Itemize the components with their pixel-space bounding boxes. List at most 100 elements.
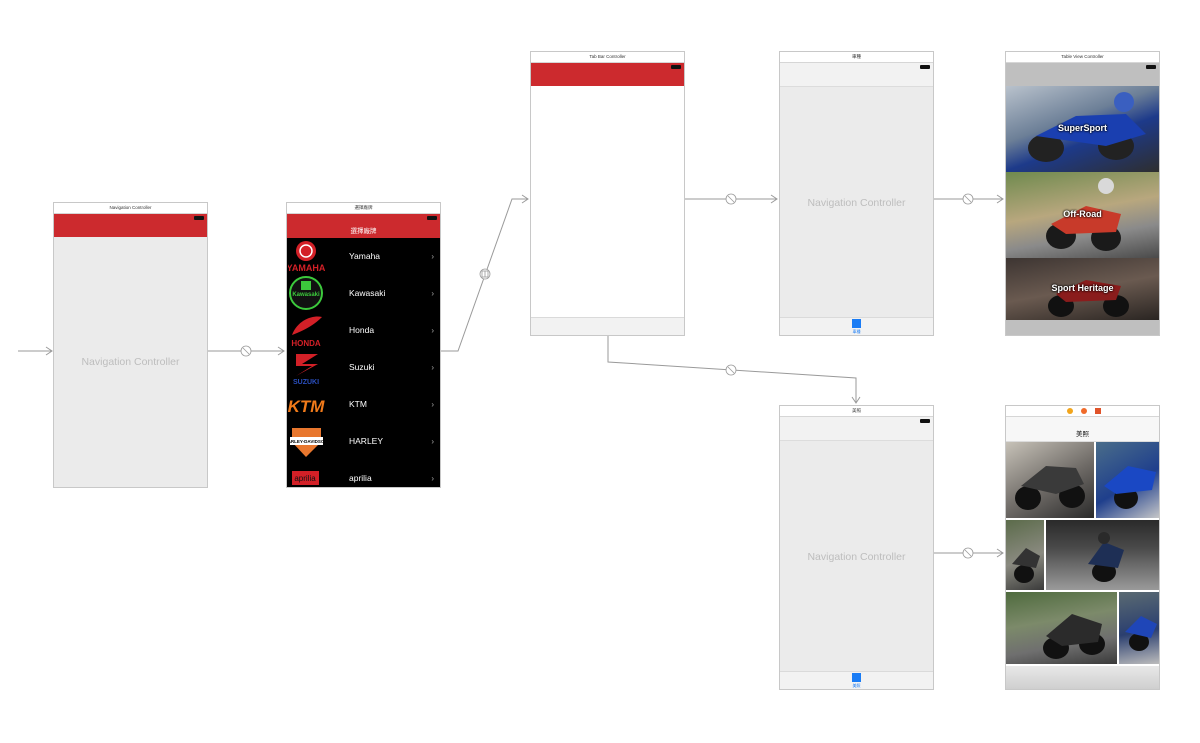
suzuki-logo-icon: SUZUKI xyxy=(288,350,325,385)
table-cell-off-road[interactable]: Off-Road xyxy=(1006,172,1159,258)
brand-row-kawasaki[interactable]: Kawasaki Kawasaki › xyxy=(287,275,440,313)
root-navigation-controller-scene[interactable]: Navigation Controller Navigation Control… xyxy=(53,202,208,488)
svg-text:YAMAHA: YAMAHA xyxy=(288,263,325,273)
brand-table: YAMAHA Yamaha › Kawasaki Kawasaki › HOND… xyxy=(287,238,440,487)
gallery-photo[interactable] xyxy=(1096,442,1159,518)
battery-icon xyxy=(427,216,437,220)
tab-item-label[interactable]: 車種 xyxy=(852,329,861,334)
gallery-photo[interactable] xyxy=(1006,592,1117,664)
scene-title: Navigation Controller xyxy=(54,203,207,214)
nav-bar xyxy=(54,214,207,237)
nav-title: 選擇廠牌 xyxy=(350,228,377,235)
scene-body-label: Navigation Controller xyxy=(81,356,180,368)
photo-grid xyxy=(1006,442,1159,689)
motorcycle-photo xyxy=(1046,178,1121,251)
nav-bar xyxy=(1006,63,1159,86)
chevron-right-icon: › xyxy=(431,289,434,298)
chevron-right-icon: › xyxy=(431,252,434,261)
motorcycle-photo xyxy=(1028,92,1146,162)
category-navigation-controller-scene[interactable]: 車種 Navigation Controller 車種 xyxy=(779,51,934,336)
tab-item-icon[interactable] xyxy=(852,319,861,328)
tab-item-label[interactable]: 美照 xyxy=(852,683,861,688)
table-footer xyxy=(1006,320,1159,335)
grid-footer xyxy=(1006,666,1159,689)
brand-row-suzuki[interactable]: SUZUKI Suzuki › xyxy=(287,349,440,387)
gallery-collection-view-scene[interactable]: 美照 xyxy=(1005,405,1160,690)
battery-icon xyxy=(920,65,930,69)
table-view-controller-scene[interactable]: Table View Controller SuperSport Off-Roa… xyxy=(1005,51,1160,336)
table-cell-label: Sport Heritage xyxy=(1051,283,1114,293)
brand-row-yamaha[interactable]: YAMAHA Yamaha › xyxy=(287,238,440,276)
tab-bar[interactable] xyxy=(531,317,684,335)
brand-name: Kawasaki xyxy=(349,288,386,298)
brand-row-aprilia[interactable]: aprilia aprilia › xyxy=(287,460,440,487)
scene-title: 選擇廠牌 xyxy=(287,203,440,214)
motorcycle-photo xyxy=(1012,548,1040,583)
motorcycle-photo xyxy=(1125,616,1157,651)
brand-name: Yamaha xyxy=(349,251,381,261)
svg-text:KTM: KTM xyxy=(288,397,325,416)
motorcycle-photo xyxy=(1104,466,1156,509)
table-cell-supersport[interactable]: SuperSport xyxy=(1006,86,1159,172)
brand-name: Suzuki xyxy=(349,362,375,372)
brand-name: HARLEY xyxy=(349,436,384,446)
exit-icon[interactable] xyxy=(1095,408,1101,414)
svg-text:SUZUKI: SUZUKI xyxy=(293,379,319,385)
yamaha-logo-icon: YAMAHA xyxy=(288,239,325,274)
brand-name: aprilia xyxy=(349,473,372,483)
scene-body: Navigation Controller xyxy=(780,441,933,672)
scene-dock xyxy=(1006,406,1159,417)
table-cell-label: SuperSport xyxy=(1057,123,1107,133)
gallery-photo[interactable] xyxy=(1006,442,1094,518)
gallery-photo[interactable] xyxy=(1119,592,1159,664)
aprilia-logo-icon: aprilia xyxy=(288,461,325,487)
chevron-right-icon: › xyxy=(431,326,434,335)
battery-icon xyxy=(1146,65,1156,69)
battery-icon xyxy=(194,216,204,220)
nav-bar xyxy=(780,63,933,87)
motorcycle-photo xyxy=(1048,280,1129,317)
brand-row-ktm[interactable]: KTM KTM › xyxy=(287,386,440,424)
scene-body-label: Navigation Controller xyxy=(807,196,906,209)
ktm-logo-icon: KTM xyxy=(288,387,325,422)
table-cell-label: Off-Road xyxy=(1063,209,1102,219)
scene-body: Navigation Controller xyxy=(54,237,207,487)
nav-bar: 美照 xyxy=(1006,417,1159,442)
scene-body: Navigation Controller xyxy=(780,87,933,318)
tab-item-icon[interactable] xyxy=(852,673,861,682)
brand-name: Honda xyxy=(349,325,375,335)
table-cell-sport-heritage[interactable]: Sport Heritage xyxy=(1006,258,1159,320)
battery-icon xyxy=(920,419,930,423)
tab-bar[interactable]: 車種 xyxy=(780,317,933,335)
nav-bar xyxy=(780,417,933,441)
brand-row-harley[interactable]: HARLEY-DAVIDSON HARLEY › xyxy=(287,423,440,461)
tab-bar[interactable]: 美照 xyxy=(780,671,933,689)
scene-body-label: Navigation Controller xyxy=(807,550,906,563)
chevron-right-icon: › xyxy=(431,400,434,409)
first-responder-icon[interactable] xyxy=(1081,408,1087,414)
nav-bar xyxy=(531,63,684,86)
nav-title: 美照 xyxy=(1076,431,1089,438)
scene-title: Tab Bar Controller xyxy=(531,52,684,63)
scene-title: Table View Controller xyxy=(1006,52,1159,63)
brand-row-honda[interactable]: HONDA Honda › xyxy=(287,312,440,350)
chevron-right-icon: › xyxy=(431,474,434,483)
motorcycle-photo xyxy=(1015,466,1085,510)
svg-text:HARLEY-DAVIDSON: HARLEY-DAVIDSON xyxy=(288,439,325,444)
svg-text:Kawasaki: Kawasaki xyxy=(292,292,320,298)
chevron-right-icon: › xyxy=(431,363,434,372)
gallery-photo[interactable] xyxy=(1006,520,1044,590)
battery-icon xyxy=(671,65,681,69)
gallery-photo[interactable] xyxy=(1046,520,1159,590)
tab-bar-controller-scene[interactable]: Tab Bar Controller xyxy=(530,51,685,336)
gallery-navigation-controller-scene[interactable]: 美照 Navigation Controller 美照 xyxy=(779,405,934,690)
scene-title: 車種 xyxy=(780,52,933,63)
svg-text:HONDA: HONDA xyxy=(291,339,321,348)
view-controller-icon[interactable] xyxy=(1067,408,1073,414)
honda-logo-icon: HONDA xyxy=(288,313,325,348)
chevron-right-icon: › xyxy=(431,437,434,446)
scene-title: 美照 xyxy=(780,406,933,417)
svg-text:aprilia: aprilia xyxy=(294,474,316,483)
harley-davidson-logo-icon: HARLEY-DAVIDSON xyxy=(288,424,325,459)
brand-list-scene[interactable]: 選擇廠牌 選擇廠牌 YAMAHA Yamaha › Kawasaki Kawas… xyxy=(286,202,441,488)
